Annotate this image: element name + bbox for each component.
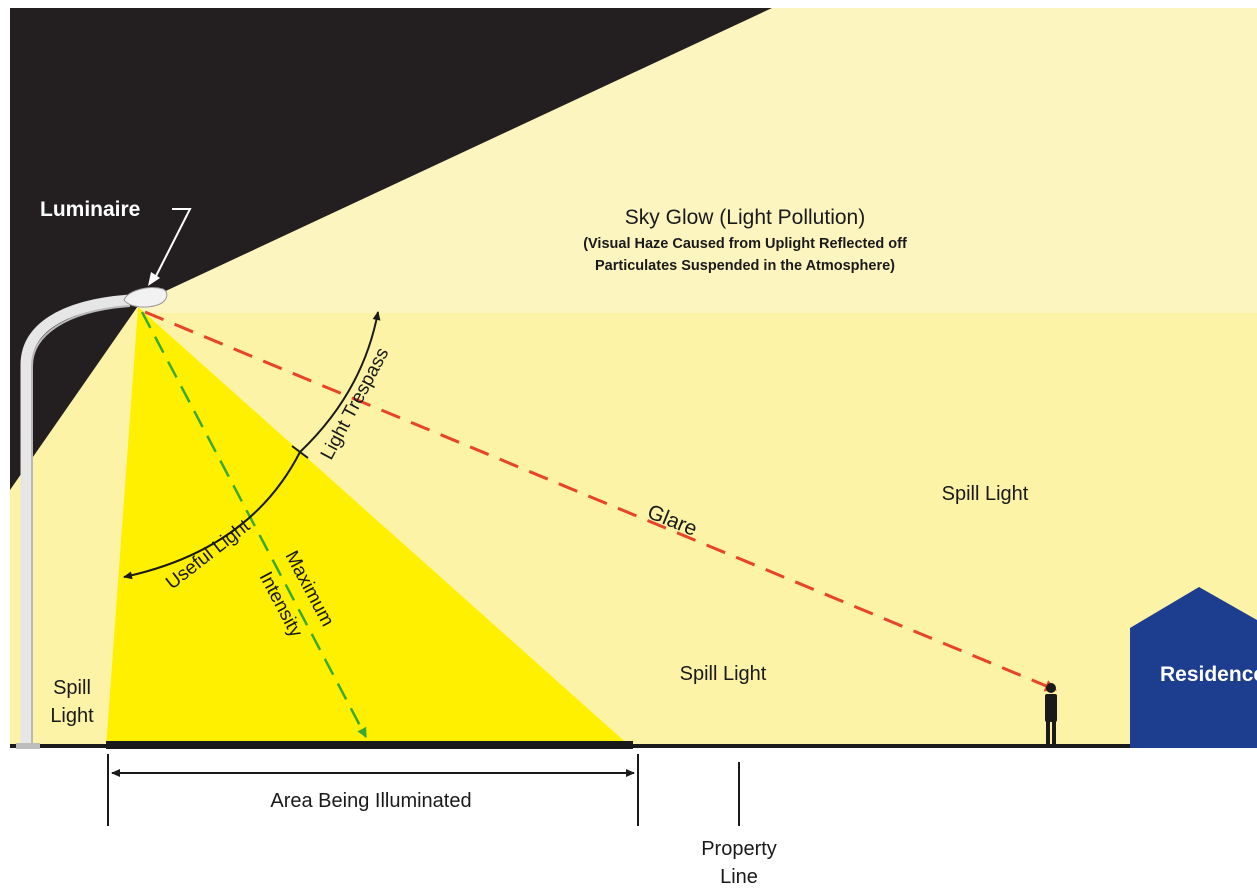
area-being-illuminated-label: Area Being Illuminated — [270, 790, 471, 812]
illuminated-area-bar — [106, 741, 633, 749]
observer-figure — [1045, 683, 1057, 746]
light-pole-outline — [31, 305, 131, 748]
residence-label: Residence — [1160, 663, 1257, 686]
sky-glow-title: Sky Glow (Light Pollution) — [625, 206, 865, 229]
luminaire-pointer — [153, 208, 192, 281]
sky-glow-description-line2: Particulates Suspended in the Atmosphere… — [595, 258, 895, 274]
sky-glow-description-line1: (Visual Haze Caused from Uplight Reflect… — [583, 236, 907, 252]
spill-light-label-upper-right: Spill Light — [942, 483, 1029, 505]
spill-light-label-left-line1: Spill — [53, 677, 91, 699]
ground-line — [10, 744, 1257, 748]
pole-base — [16, 743, 40, 749]
luminaire-pointer-arrowhead — [148, 272, 160, 286]
residence-house — [1130, 587, 1257, 748]
light-pole — [20, 294, 131, 748]
maximum-intensity-line — [140, 311, 368, 738]
glare-line — [144, 310, 1057, 692]
useful-light-arc — [123, 451, 301, 580]
arc-divider-tick — [291, 445, 309, 459]
light-trespass-arc — [299, 311, 381, 453]
luminaire-head — [123, 287, 168, 308]
property-line-label-1: Property — [701, 838, 777, 860]
property-line-label-2: Line — [720, 866, 758, 888]
night-sky-region — [10, 8, 772, 490]
spill-light-label-middle: Spill Light — [680, 663, 767, 685]
luminaire-label: Luminaire — [40, 198, 140, 221]
useful-light-beam — [106, 307, 632, 748]
spill-light-label-left-line2: Light — [50, 705, 94, 727]
